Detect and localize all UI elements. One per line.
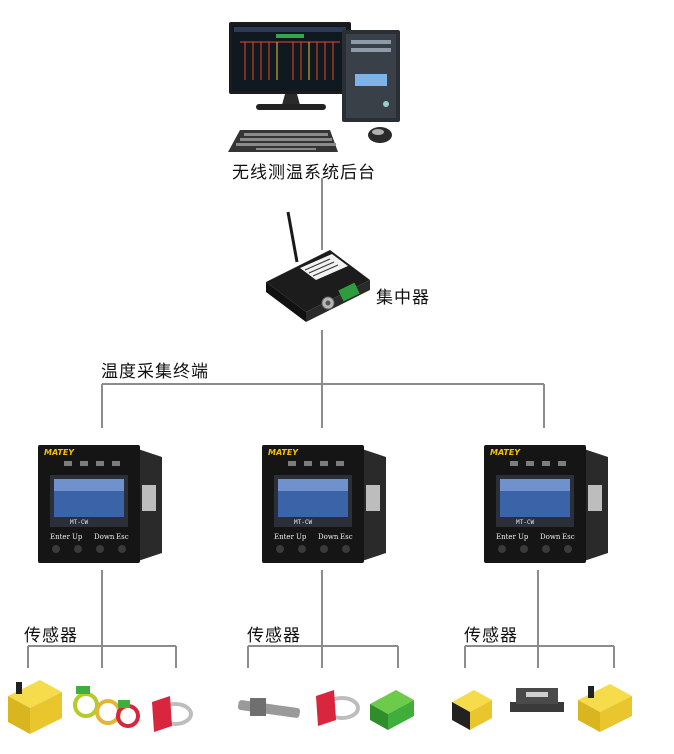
terminal-button xyxy=(342,545,350,553)
sensor-clip-green-red-icon xyxy=(73,686,140,728)
sensor-group-1-label: 传感器 xyxy=(24,626,78,646)
sensor-row xyxy=(8,680,632,734)
terminal-model-label: MT-CW xyxy=(516,519,534,526)
wireless-concentrator-icon xyxy=(266,211,370,322)
sensor-group-2-label: 传感器 xyxy=(247,626,301,646)
terminal-button-label: Enter xyxy=(496,533,517,541)
terminal-brand-label: MATEY xyxy=(44,448,75,457)
terminal-model-label: MT-CW xyxy=(294,519,312,526)
sensor-red-strap-icon xyxy=(152,696,193,732)
sensor-red-strap-icon xyxy=(316,690,360,726)
connector-lines xyxy=(27,178,615,668)
terminal-button xyxy=(542,545,550,553)
terminal-button-label: Esc xyxy=(340,533,353,541)
sensor-green-box-icon xyxy=(370,690,414,730)
sensor-yellow-box-icon xyxy=(578,684,632,732)
concentrator-label: 集中器 xyxy=(376,288,430,308)
terminal-button-label: Up xyxy=(296,533,307,541)
terminal-button-label: Esc xyxy=(116,533,129,541)
terminal-group-label: 温度采集终端 xyxy=(101,362,209,382)
sensor-steel-strap-icon xyxy=(237,698,301,718)
terminal-button xyxy=(118,545,126,553)
terminal-button xyxy=(276,545,284,553)
terminal-button-label: Down xyxy=(318,533,339,541)
terminal-button xyxy=(320,545,328,553)
sensor-small-yellow-block-icon xyxy=(452,690,492,730)
terminal-button xyxy=(298,545,306,553)
terminal-button xyxy=(498,545,506,553)
terminal-model-label: MT-CW xyxy=(70,519,88,526)
terminal-button-label: Down xyxy=(540,533,561,541)
terminal-button-label: Up xyxy=(518,533,529,541)
sensor-yellow-box-icon xyxy=(8,680,62,734)
terminal-button-label: Esc xyxy=(562,533,575,541)
terminal-button-label: Enter xyxy=(50,533,71,541)
terminal-button-label: Down xyxy=(94,533,115,541)
terminal-button-label: Up xyxy=(72,533,83,541)
terminal-button xyxy=(564,545,572,553)
terminal-button xyxy=(74,545,82,553)
desktop-computer-icon xyxy=(228,22,400,152)
terminal-button xyxy=(52,545,60,553)
backend-label: 无线测温系统后台 xyxy=(232,163,376,183)
sensor-group-3-label: 传感器 xyxy=(464,626,518,646)
sensor-dark-case-icon xyxy=(510,688,564,712)
terminal-brand-label: MATEY xyxy=(490,448,521,457)
terminal-button xyxy=(96,545,104,553)
terminal-brand-label: MATEY xyxy=(268,448,299,457)
terminal-button-label: Enter xyxy=(274,533,295,541)
terminal-button xyxy=(520,545,528,553)
